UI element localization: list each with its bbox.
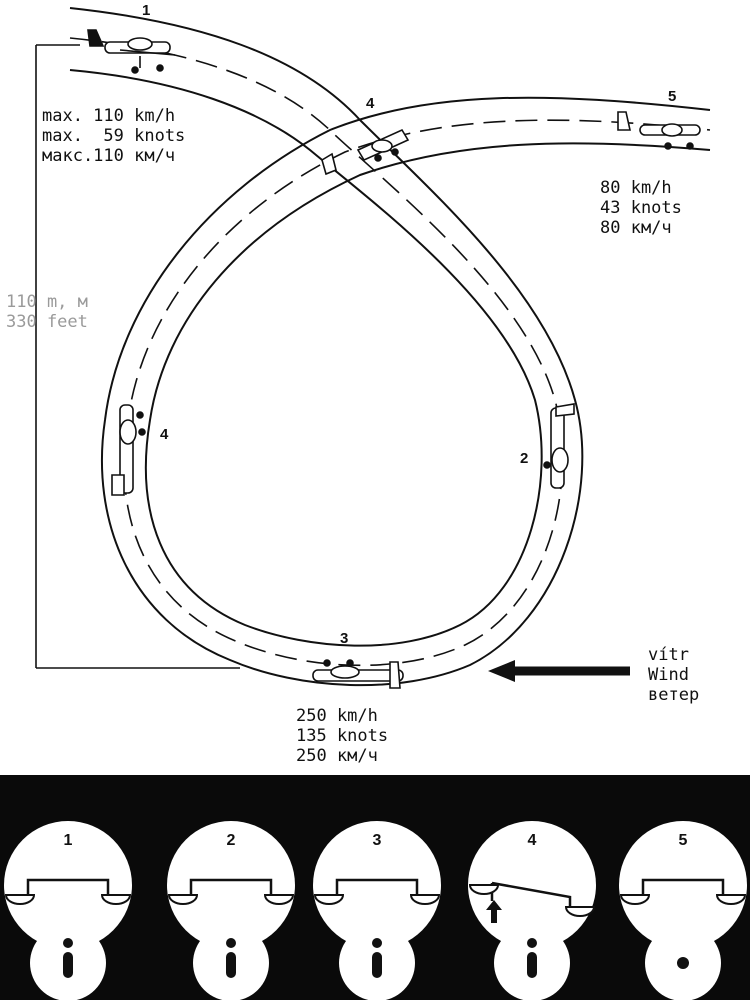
position-number-4-left: 4 bbox=[160, 426, 169, 443]
position-number-2: 2 bbox=[520, 450, 529, 467]
gauge-3-ball-icon bbox=[372, 952, 382, 978]
wind-label-cz: vítr bbox=[648, 645, 689, 665]
gauge-5-face bbox=[619, 821, 747, 949]
gauge-2-face bbox=[167, 821, 295, 949]
gauge-3-right-wing-icon bbox=[409, 894, 441, 905]
gauge-1-ball-icon bbox=[63, 952, 73, 978]
gauge-1-wing-bar bbox=[26, 878, 110, 895]
gauge-2-ball-dot-icon bbox=[226, 938, 236, 948]
gauge-3-left-wing-icon bbox=[313, 894, 345, 905]
gauge-2-wing-bar bbox=[189, 878, 273, 895]
height-meters: 110 m, м bbox=[6, 292, 88, 312]
bottom-speed-kmh-ru: 250 км/ч bbox=[296, 746, 378, 766]
airplane-2-icon bbox=[543, 403, 575, 489]
entry-speed-kmh-ru: макс.110 км/ч bbox=[42, 146, 176, 166]
position-number-1: 1 bbox=[142, 2, 151, 19]
gauge-4-face bbox=[468, 821, 596, 949]
airplane-1-icon bbox=[87, 29, 176, 74]
gauge-5-left-wing-icon bbox=[619, 894, 651, 905]
gauge-4-ball-dot-icon bbox=[527, 938, 537, 948]
flight-path-diagram bbox=[35, 7, 711, 689]
loop-band-inner-edge bbox=[69, 69, 711, 647]
height-dimension-line bbox=[35, 44, 240, 669]
wind-label-ru: ветер bbox=[648, 685, 700, 705]
position-number-4-top: 4 bbox=[366, 95, 375, 112]
wind-arrow-icon bbox=[488, 660, 630, 682]
airplane-4-icon bbox=[111, 404, 146, 496]
exit-speed-knots: 43 knots bbox=[600, 198, 682, 218]
exit-speed-kmh: 80 km/h bbox=[600, 178, 672, 198]
height-feet: 330 feet bbox=[6, 312, 88, 332]
gauge-1-ball-dot-icon bbox=[63, 938, 73, 948]
instrument-panel: 1 2 3 4 5 bbox=[0, 775, 750, 1000]
gauge-3-face bbox=[313, 821, 441, 949]
entry-speed-kmh: max. 110 km/h bbox=[42, 106, 176, 126]
gauge-5-right-wing-icon bbox=[715, 894, 747, 905]
exit-speed-kmh-ru: 80 км/ч bbox=[600, 218, 672, 238]
gauge-number-2: 2 bbox=[226, 832, 236, 849]
airplane-3-icon bbox=[312, 659, 404, 689]
gauges-row bbox=[4, 821, 747, 1000]
gauge-2-left-wing-icon bbox=[167, 894, 199, 905]
gauge-3-wing-bar bbox=[335, 878, 419, 895]
gauge-2-ball-icon bbox=[226, 952, 236, 978]
bottom-speed-knots: 135 knots bbox=[296, 726, 389, 746]
gauge-2-right-wing-icon bbox=[263, 894, 295, 905]
gauge-4-left-wing-icon bbox=[468, 884, 500, 895]
gauge-number-1: 1 bbox=[63, 832, 73, 849]
gauge-4-arrow-icon bbox=[486, 900, 502, 923]
bottom-speed-kmh: 250 km/h bbox=[296, 706, 378, 726]
gauge-1-left-wing-icon bbox=[4, 894, 36, 905]
airplane-top-inverted-icon bbox=[321, 128, 410, 176]
gauge-number-5: 5 bbox=[678, 832, 688, 849]
gauge-4-right-wing-icon bbox=[564, 906, 596, 917]
position-number-5: 5 bbox=[668, 88, 677, 105]
gauge-3-ball-dot-icon bbox=[372, 938, 382, 948]
gauge-1-face bbox=[4, 821, 132, 949]
entry-speed-knots: max. 59 knots bbox=[42, 126, 186, 146]
position-number-3: 3 bbox=[340, 630, 349, 647]
gauge-5-ball-icon bbox=[677, 957, 689, 969]
gauge-1-right-wing-icon bbox=[100, 894, 132, 905]
wind-label-en: Wind bbox=[648, 665, 689, 685]
gauge-number-3: 3 bbox=[372, 832, 382, 849]
gauge-4-ball-icon bbox=[527, 952, 537, 978]
gauge-number-4: 4 bbox=[527, 832, 537, 849]
gauge-5-wing-bar bbox=[641, 878, 725, 895]
airplane-5-icon bbox=[617, 111, 701, 150]
